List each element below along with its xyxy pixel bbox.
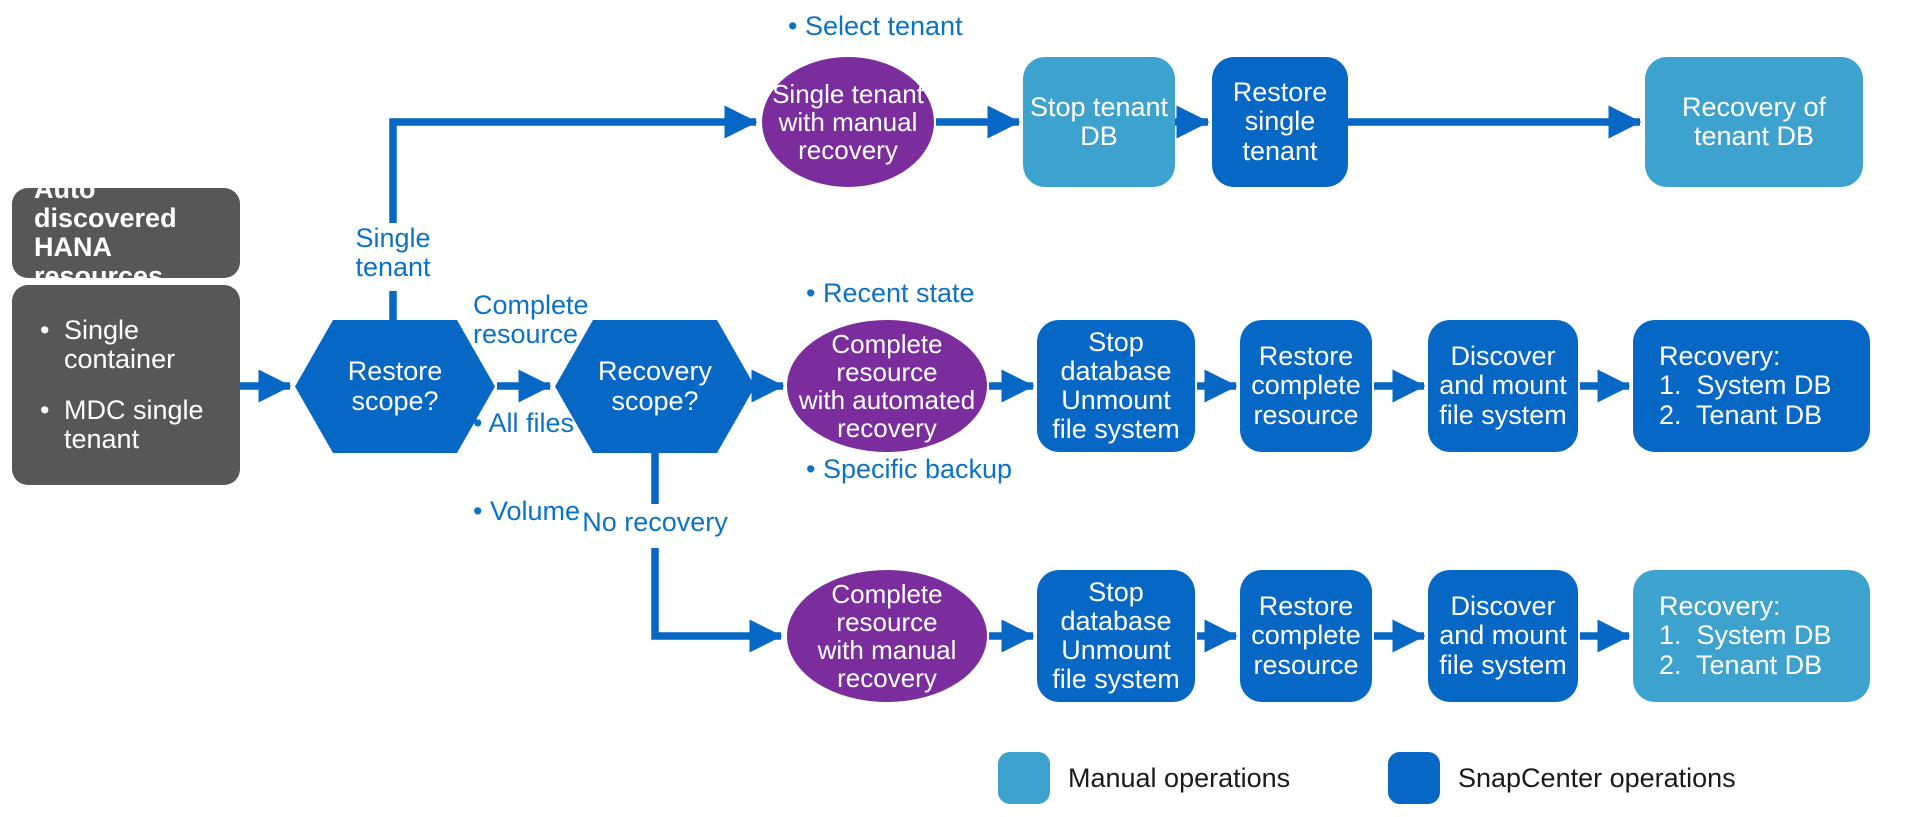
legend-snapcenter-label: SnapCenter operations bbox=[1458, 762, 1736, 793]
complete-automated-recovery-ellipse: Complete resource with automated recover… bbox=[787, 320, 987, 452]
legend-snapcenter-swatch bbox=[1388, 752, 1440, 804]
arrow-single-tenant-branch bbox=[389, 105, 758, 223]
single-tenant-manual-recovery-ellipse: Single tenant with manual recovery bbox=[762, 57, 934, 187]
step-restore-complete-resource-auto: Restore complete resource bbox=[1240, 320, 1372, 452]
step-stop-database-unmount-manual: Stop database Unmount file system bbox=[1037, 570, 1195, 702]
auto-discovered-resources-box: Auto discovered HANA resources bbox=[12, 174, 240, 291]
complete-manual-recovery-ellipse: Complete resource with manual recovery bbox=[787, 570, 987, 702]
volume-label: • Volume bbox=[473, 495, 581, 526]
bullet-icon: • bbox=[40, 395, 50, 425]
resource-type-label: MDC single tenant bbox=[64, 395, 204, 455]
resource-type-item: • MDC single tenant bbox=[40, 395, 204, 455]
step-restore-complete-resource-manual: Restore complete resource bbox=[1240, 570, 1372, 702]
step-recovery-of-tenant-db: Recovery of tenant DB bbox=[1645, 57, 1863, 187]
select-tenant-label: • Select tenant bbox=[788, 11, 963, 41]
step-restore-single-tenant: Restore single tenant bbox=[1212, 57, 1348, 187]
step-recovery-list-auto: Recovery: 1. System DB 2. Tenant DB bbox=[1633, 320, 1870, 452]
resource-type-item: • Single container bbox=[40, 314, 176, 374]
complete-resource-label: Complete resource bbox=[473, 289, 589, 350]
bullet-icon: • bbox=[40, 314, 50, 345]
no-recovery-label: No recovery bbox=[582, 507, 728, 537]
restore-scope-decision: Restore scope? bbox=[295, 320, 495, 453]
all-files-label: • All files bbox=[473, 407, 574, 438]
arrow-no-recovery-branch bbox=[651, 548, 783, 653]
step-discover-mount-manual: Discover and mount file system bbox=[1428, 570, 1578, 702]
complete-resource-branch-label: Complete resource • All files • Volume bbox=[473, 232, 589, 585]
step-stop-database-unmount-auto: Stop database Unmount file system bbox=[1037, 320, 1195, 452]
specific-backup-label: • Specific backup bbox=[806, 454, 1013, 485]
legend-manual-swatch bbox=[998, 752, 1050, 804]
resource-type-label: Single container bbox=[64, 314, 176, 374]
step-discover-mount-auto: Discover and mount file system bbox=[1428, 320, 1578, 452]
legend-manual-label: Manual operations bbox=[1068, 762, 1291, 793]
resource-types-box: • Single container • MDC single tenant bbox=[12, 285, 240, 485]
recent-state-label: • Recent state bbox=[806, 277, 975, 308]
single-tenant-branch-label: Single tenant bbox=[355, 223, 431, 283]
step-recovery-list-manual: Recovery: 1. System DB 2. Tenant DB bbox=[1633, 570, 1870, 702]
step-stop-tenant-db: Stop tenant DB bbox=[1023, 57, 1175, 187]
recovery-scope-decision: Recovery scope? bbox=[555, 320, 755, 453]
